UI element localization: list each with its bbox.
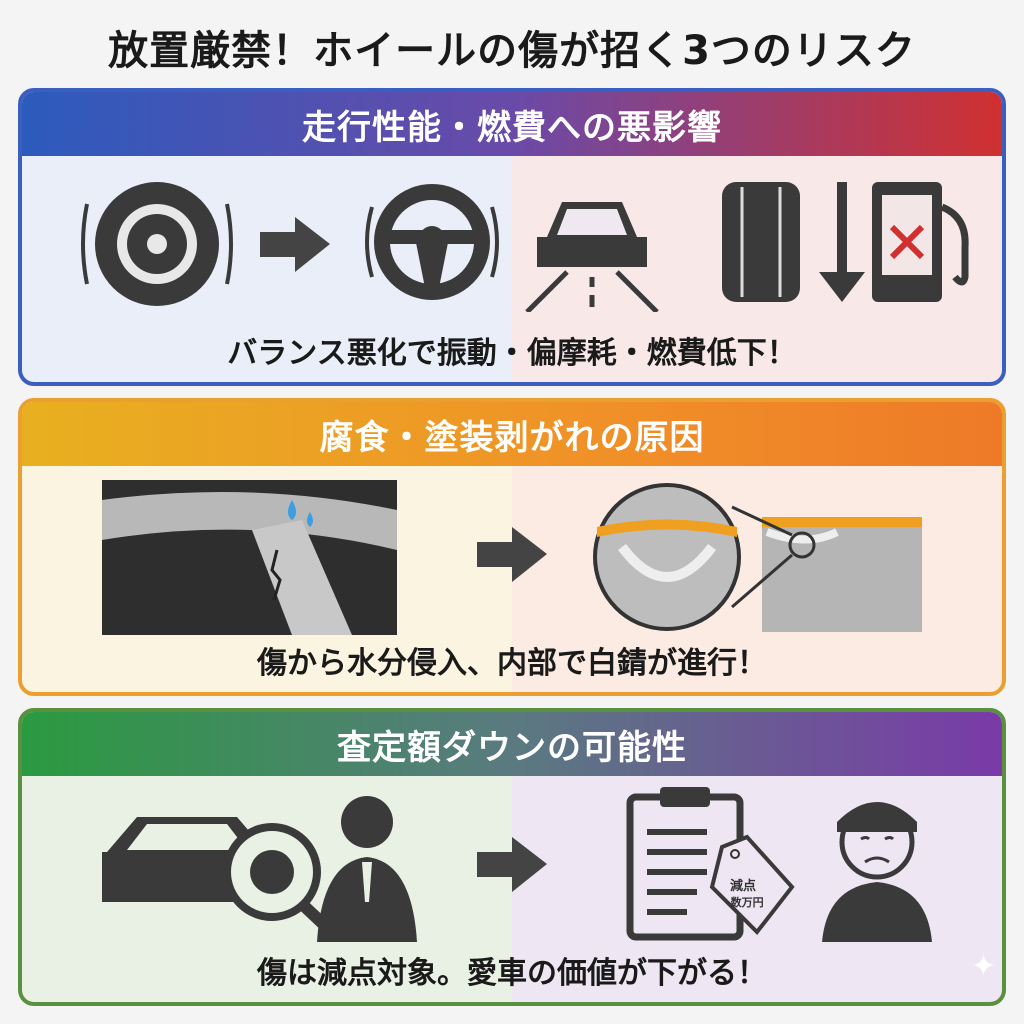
scratched-wheel-icon	[81, 182, 233, 306]
fuel-pump-icon	[872, 182, 969, 302]
section-heading: 腐食・塗装剥がれの原因	[22, 402, 1002, 466]
tag-main-text: 減点	[730, 878, 756, 894]
worn-tire-icon	[722, 182, 800, 302]
cracked-rim-photo	[102, 480, 397, 635]
section-caption: 傷は減点対象。愛車の価値が下がる！	[257, 956, 767, 991]
section-performance: 走行性能・燃費への悪影響 バランス悪化で振動・偏摩耗・燃費低下！	[18, 88, 1006, 386]
arrow-right-icon	[260, 217, 330, 272]
section-heading: 走行性能・燃費への悪影響	[22, 92, 1002, 156]
clipboard-price-tag-icon: 減点-数万円	[626, 787, 795, 941]
arrow-down-icon	[819, 182, 865, 302]
section-valuation: 査定額ダウンの可能性 減点-数万円 傷は減点対象。愛車の価値が下がる！	[18, 708, 1006, 1006]
page-title: 放置厳禁！ホイールの傷が招く3つのリスク	[108, 28, 916, 74]
car-inspection-icon	[102, 796, 417, 942]
section-heading: 査定額ダウンの可能性	[22, 712, 1002, 776]
white-rust-magnified-icon	[593, 483, 922, 632]
arrow-right-icon	[477, 837, 547, 892]
vibrating-steering-wheel-icon	[365, 184, 499, 300]
section-caption: バランス悪化で振動・偏摩耗・燃費低下！	[227, 336, 797, 371]
sad-person-icon	[822, 802, 932, 942]
skidding-car-icon	[525, 202, 659, 312]
section-caption: 傷から水分侵入、内部で白錆が進行！	[257, 646, 767, 681]
arrow-right-icon	[477, 527, 547, 582]
section-corrosion: 腐食・塗装剥がれの原因 傷から水分侵入、内部で白錆が進行！	[18, 398, 1006, 696]
sparkle-icon: ✦	[970, 949, 996, 984]
tag-sub-text: -数万円	[726, 895, 764, 909]
